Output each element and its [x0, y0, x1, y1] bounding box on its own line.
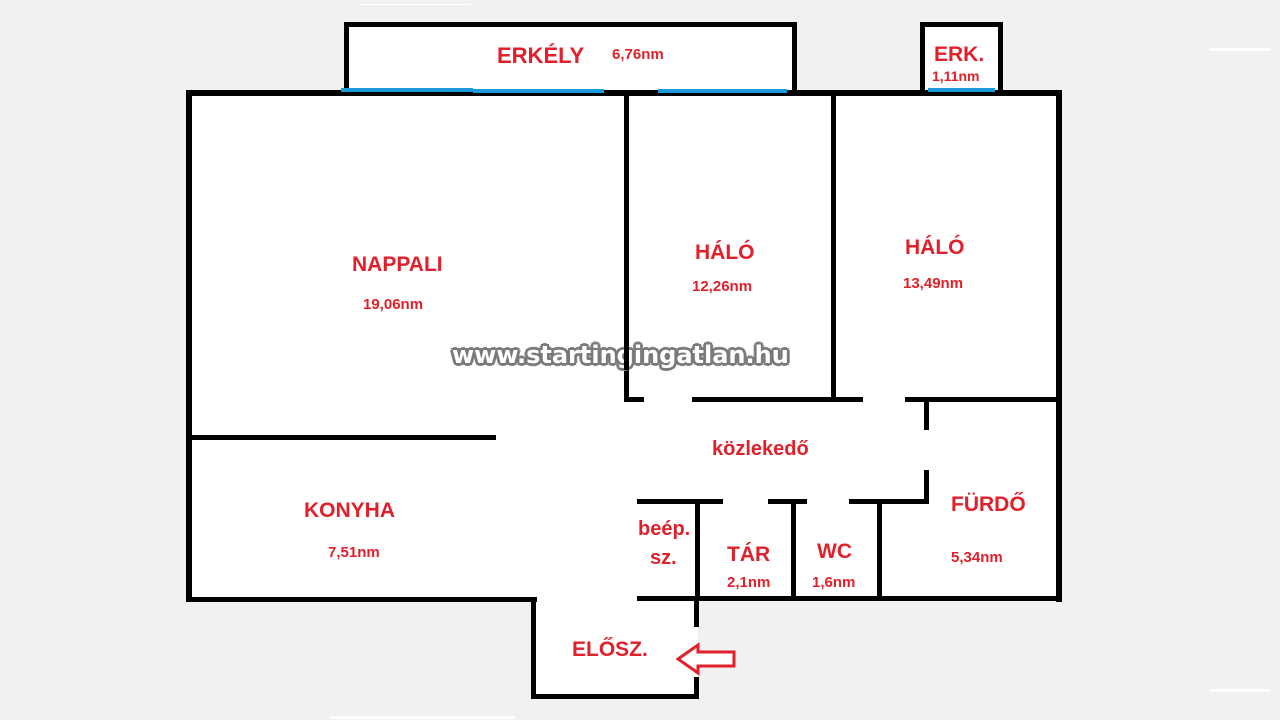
left-arrow-icon: [676, 642, 736, 676]
wall-tar-wc: [791, 502, 796, 600]
room-area-erk-small: 1,11nm: [932, 68, 980, 84]
room-label-nappali: NAPPALI: [352, 253, 443, 276]
room-area-furdo: 5,34nm: [951, 549, 1003, 566]
room-label-eloszoba: ELŐSZ.: [572, 638, 648, 661]
entry-wall-right: [694, 677, 699, 699]
window: [658, 89, 787, 93]
room-label-halo-1: HÁLÓ: [695, 241, 755, 264]
wall-halo-corridor: [905, 397, 1062, 402]
wall-closets-top: [849, 499, 884, 504]
outer-wall-bottom-left: [186, 597, 537, 602]
wall-wc-furdo: [877, 502, 882, 600]
room-area-tar: 2,1nm: [727, 574, 771, 591]
window: [928, 88, 995, 92]
room-area-konyha: 7,51nm: [328, 544, 380, 561]
room-label-halo-2: HÁLÓ: [905, 236, 965, 259]
room-label-kozlekedo: közlekedő: [712, 438, 809, 460]
room-label-wc: WC: [817, 540, 852, 563]
wall-closets-top: [768, 499, 807, 504]
wall-halo-halo: [831, 92, 836, 402]
room-label-beep-line1: beép.: [638, 518, 691, 540]
room-label-beep-line2: sz.: [650, 547, 677, 569]
window: [473, 89, 604, 93]
room-label-tar: TÁR: [727, 543, 771, 566]
room-label-erk-small: ERK.: [934, 43, 985, 66]
room-label-furdo: FÜRDŐ: [951, 493, 1026, 516]
balcony-wall: [344, 22, 349, 92]
room-area-halo-1: 12,26nm: [692, 278, 753, 295]
wall-fragment: [624, 330, 629, 370]
room-label-erkely: ERKÉLY: [497, 43, 585, 68]
wall-nappali-konyha: [186, 435, 496, 440]
wall-beep-tar: [695, 502, 700, 598]
room-area-halo-2: 13,49nm: [903, 275, 964, 292]
outer-wall-right: [1056, 90, 1062, 602]
entry-wall-left: [531, 597, 536, 699]
balcony-floor: [346, 25, 796, 93]
small-balcony-wall: [920, 22, 1002, 27]
decor-stripe: [1210, 689, 1270, 692]
room-area-nappali: 19,06nm: [363, 296, 424, 313]
wall-furdo-left: [924, 470, 929, 503]
entry-floor: [533, 598, 698, 698]
small-balcony-wall: [998, 22, 1003, 92]
room-area-wc: 1,6nm: [812, 574, 856, 591]
balcony-wall: [344, 22, 797, 27]
wall-furdo-left: [924, 400, 929, 430]
watermark: www.startingingatlan.hu: [452, 341, 789, 369]
small-balcony-wall: [920, 22, 925, 92]
decor-stripe: [360, 4, 470, 5]
outer-wall-left: [186, 90, 192, 602]
room-area-erkely: 6,76nm: [612, 46, 664, 63]
wall-closets-top: [637, 499, 723, 504]
room-label-konyha: KONYHA: [304, 499, 396, 522]
wall-nappali-halo: [624, 92, 629, 402]
window: [341, 88, 473, 92]
small-balcony-floor: [922, 25, 1000, 93]
wall-furdo-bottom: [878, 499, 929, 504]
balcony-wall: [792, 22, 797, 92]
decor-stripe: [1210, 48, 1270, 51]
entry-wall-right: [694, 600, 699, 627]
wall-halo-corridor: [692, 397, 863, 402]
bottom-wall-right: [637, 596, 1062, 601]
decor-stripe: [330, 716, 515, 719]
wall-halo-corridor: [624, 397, 644, 402]
entry-wall-bottom: [531, 694, 699, 699]
